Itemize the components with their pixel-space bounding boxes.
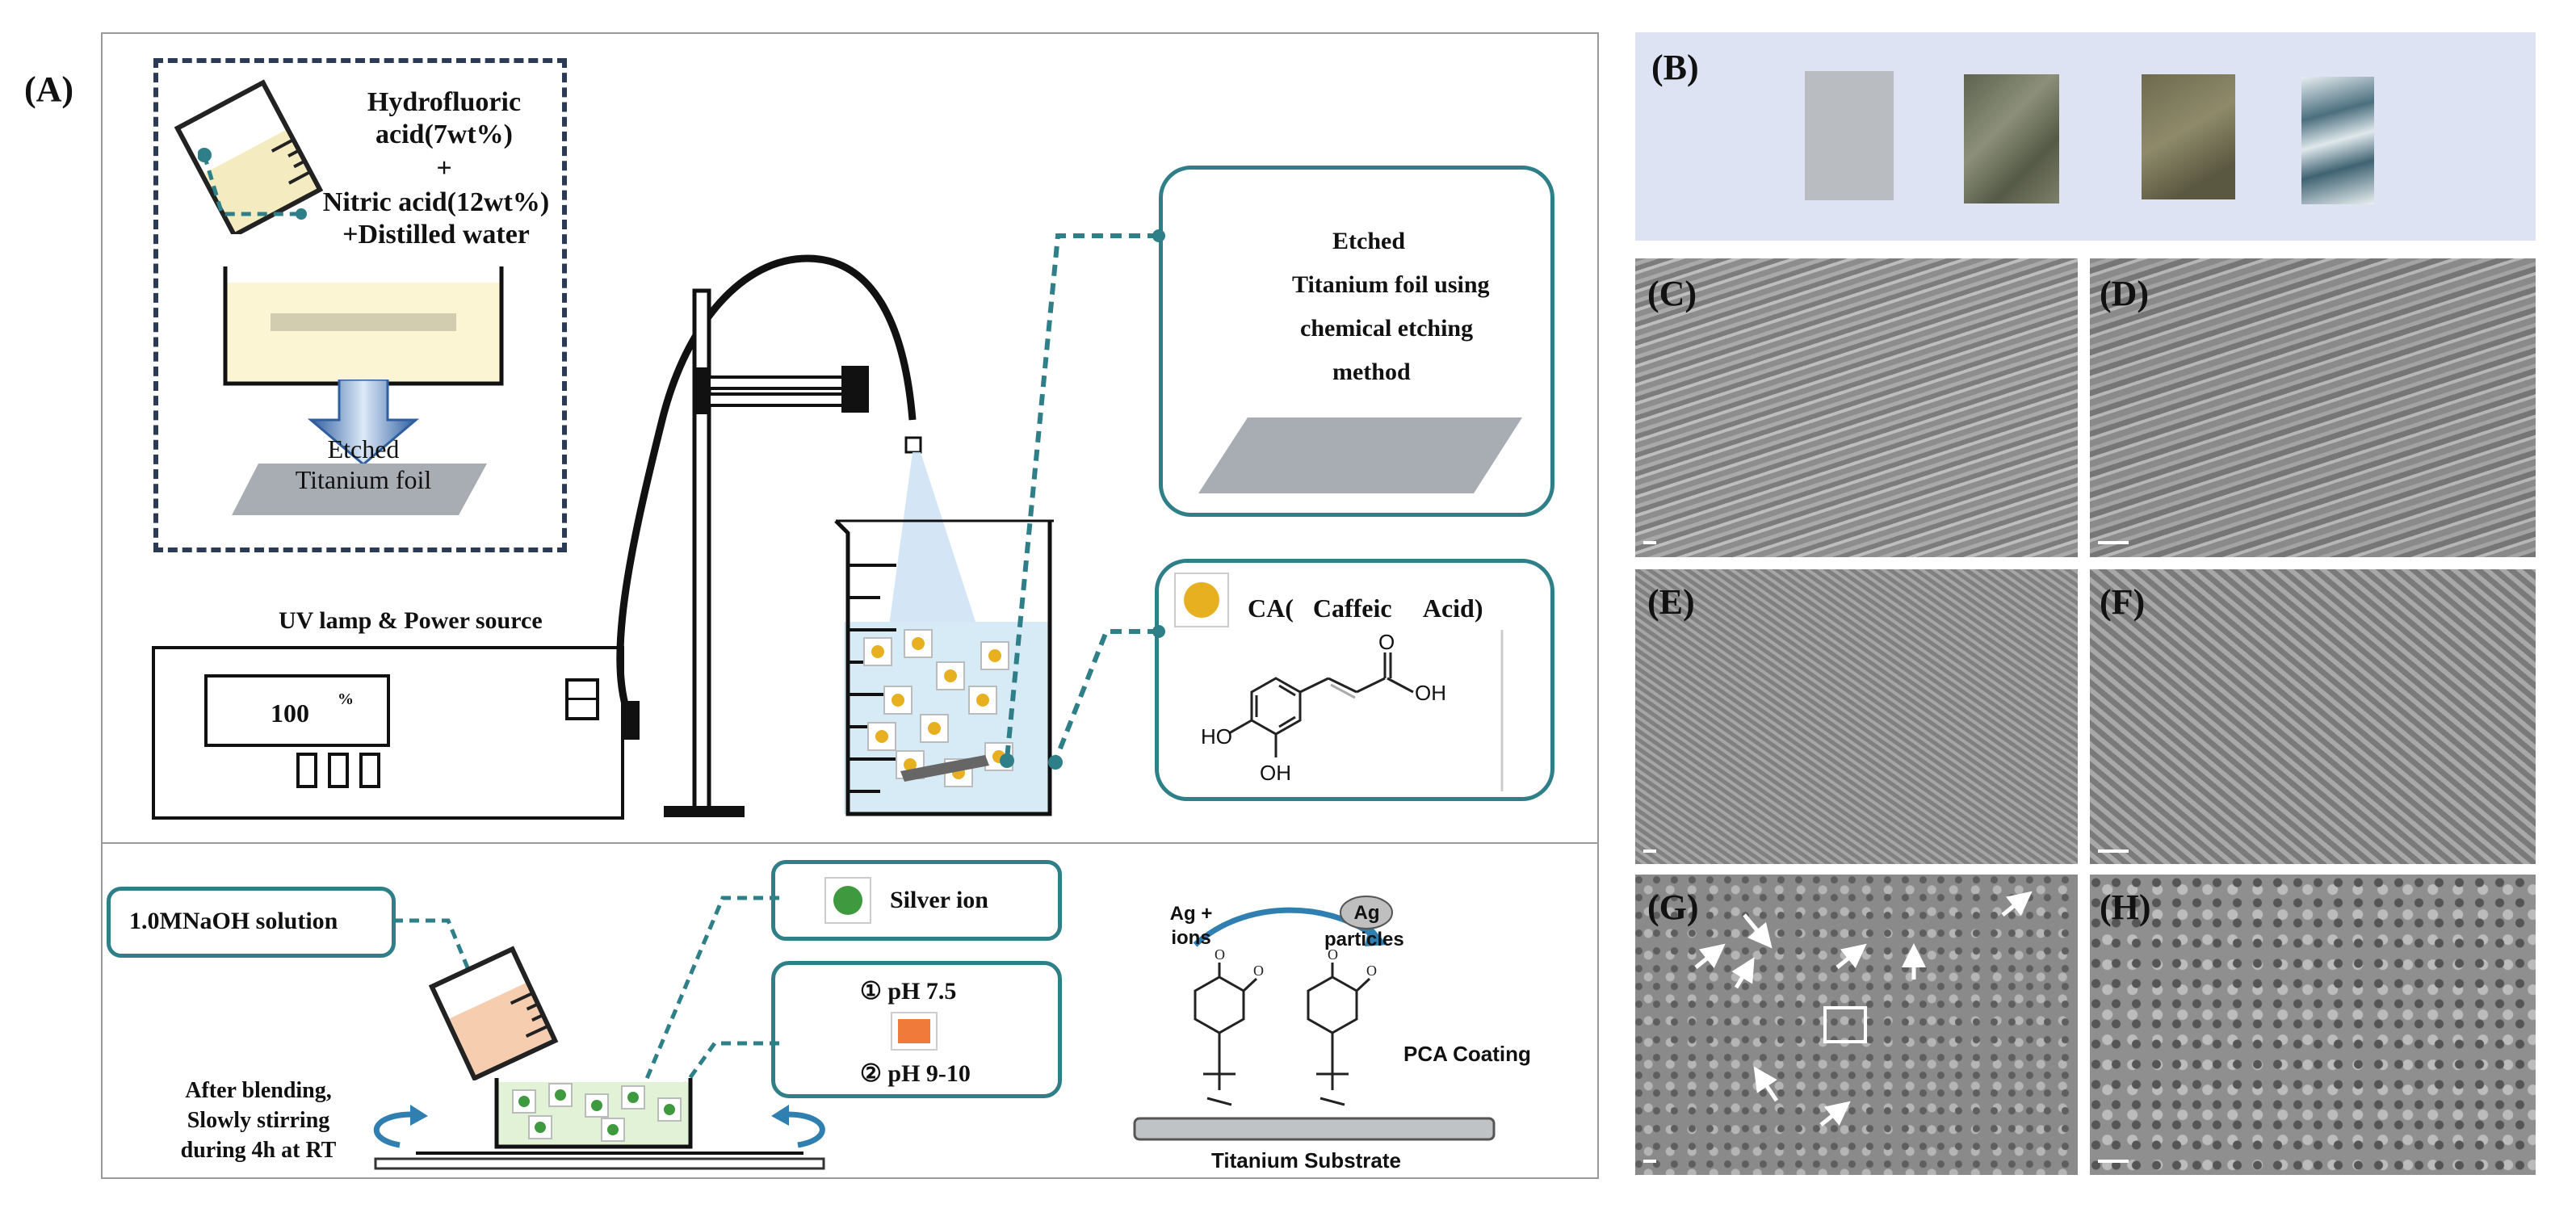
- ca-o-label: O: [1378, 630, 1395, 654]
- svg-text:O: O: [1215, 946, 1225, 963]
- ca-oh-label: OH: [1415, 681, 1446, 705]
- sem-panel-c: [1635, 258, 2078, 557]
- ag-particles-line1: Ag: [1353, 902, 1380, 924]
- sample-etched-1: [1964, 74, 2059, 203]
- sample-untreated: [1805, 71, 1894, 200]
- reagent-line4: +Distilled water: [342, 220, 530, 250]
- sem-panel-e: [1635, 569, 2078, 864]
- etch-connector: [198, 148, 307, 220]
- titanium-substrate-label: Titanium Substrate: [1211, 1148, 1402, 1173]
- titanium-foil-shape: [232, 464, 487, 515]
- panel-a-frame: [101, 32, 1599, 1179]
- sem-panel-d: [2090, 258, 2536, 557]
- reagent-plus: +: [436, 153, 452, 183]
- ag-ions-line2: ions: [1171, 927, 1211, 949]
- reagent-line2: acid(7wt%): [375, 120, 513, 149]
- sem-label-c: (C): [1647, 274, 1697, 313]
- blend-line1: After blending,: [185, 1078, 332, 1103]
- scale-bar-g: [1643, 1160, 1656, 1163]
- power-button-2[interactable]: [328, 753, 349, 788]
- silver-ion-icon: [824, 877, 871, 924]
- power-unit: %: [338, 690, 354, 708]
- callout-etched-line1: Etched: [1332, 228, 1405, 254]
- down-arrow-icon: [307, 380, 420, 466]
- ph-line1: ① pH 7.5: [860, 978, 957, 1005]
- callout-etched-line2: Titanium foil using: [1292, 271, 1490, 298]
- pouring-beaker-icon: [174, 79, 324, 234]
- callout-etched-line4: method: [1332, 359, 1411, 385]
- connector-ca: [1048, 625, 1165, 770]
- reagent-line1: Hydrofluoric: [367, 87, 522, 117]
- ag-particles-line2: particles: [1324, 929, 1404, 950]
- scale-bar-h: [2098, 1160, 2129, 1163]
- power-switch[interactable]: [565, 678, 599, 720]
- panel-a-divider: [101, 842, 1599, 844]
- sem-label-d: (D): [2100, 274, 2150, 313]
- silver-ion-box: [771, 860, 1062, 941]
- blend-line2: Slowly stirring: [187, 1108, 330, 1133]
- scale-bar-e: [1643, 850, 1656, 853]
- uv-lamp-label: UV lamp & Power source: [279, 607, 543, 634]
- etch-dashed-box: [153, 58, 567, 552]
- titanium-foil-label: Titanium foil: [295, 465, 432, 494]
- svg-text:O: O: [1366, 963, 1377, 979]
- panel-b-photo: [1635, 32, 2536, 241]
- blend-line3: during 4h at RT: [180, 1138, 337, 1163]
- callout-etched-line3: chemical etching: [1300, 315, 1474, 342]
- ag-ions-line1: Ag +: [1169, 903, 1213, 925]
- sem-panel-g: [1635, 875, 2078, 1175]
- sem-panel-f: [2090, 569, 2536, 864]
- naoh-label: 1.0MNaOH solution: [129, 908, 338, 934]
- sem-label-f: (F): [2100, 582, 2146, 622]
- ca-particle-icon: [1174, 573, 1229, 627]
- retort-stand-and-cable: [616, 254, 922, 817]
- sample-etched-2: [2142, 74, 2235, 199]
- power-value: 100: [271, 699, 309, 728]
- sem-label-h: (H): [2100, 887, 2151, 927]
- power-switch-line: [568, 698, 596, 700]
- pca-coating-label: PCA Coating: [1403, 1042, 1531, 1066]
- caffeic-acid-structure: [1228, 630, 1504, 791]
- ca-ho-label: HO: [1201, 724, 1232, 749]
- sample-coated: [2301, 77, 2374, 204]
- scale-bar-d: [2098, 541, 2129, 544]
- ph-line2: ② pH 9-10: [860, 1060, 971, 1087]
- svg-text:O: O: [1328, 946, 1338, 963]
- power-button-1[interactable]: [296, 753, 317, 788]
- panel-b-label: (B): [1651, 48, 1699, 87]
- sem-g-annotations: [1694, 891, 2033, 1126]
- scale-bar-c: [1643, 541, 1656, 544]
- callout-foil-shape: [1198, 417, 1522, 493]
- panel-a-label: (A): [24, 69, 74, 109]
- etch-bath: [223, 266, 504, 386]
- power-display: [204, 674, 390, 747]
- ph-orange-icon: [891, 1012, 938, 1051]
- silver-ion-label: Silver ion: [890, 887, 988, 913]
- etched-label: Etched: [327, 434, 400, 464]
- power-button-3[interactable]: [359, 753, 380, 788]
- stirring-dish: [373, 1078, 825, 1170]
- sem-panel-h: [2090, 875, 2536, 1175]
- sem-label-e: (E): [1647, 582, 1695, 622]
- naoh-label-box: [107, 887, 396, 958]
- sem-label-g: (G): [1647, 887, 1699, 927]
- pca-coating-diagram: O O O O: [1133, 896, 1496, 1141]
- connector-etched: [1000, 229, 1165, 768]
- ca-oh2-label: OH: [1260, 761, 1291, 785]
- ca-title: CA( Caffeic Acid): [1248, 594, 1483, 623]
- svg-text:O: O: [1253, 963, 1264, 979]
- reagent-line3: Nitric acid(12wt%): [322, 187, 550, 217]
- naoh-pouring-beaker-icon: [428, 946, 559, 1080]
- scale-bar-f: [2098, 850, 2129, 853]
